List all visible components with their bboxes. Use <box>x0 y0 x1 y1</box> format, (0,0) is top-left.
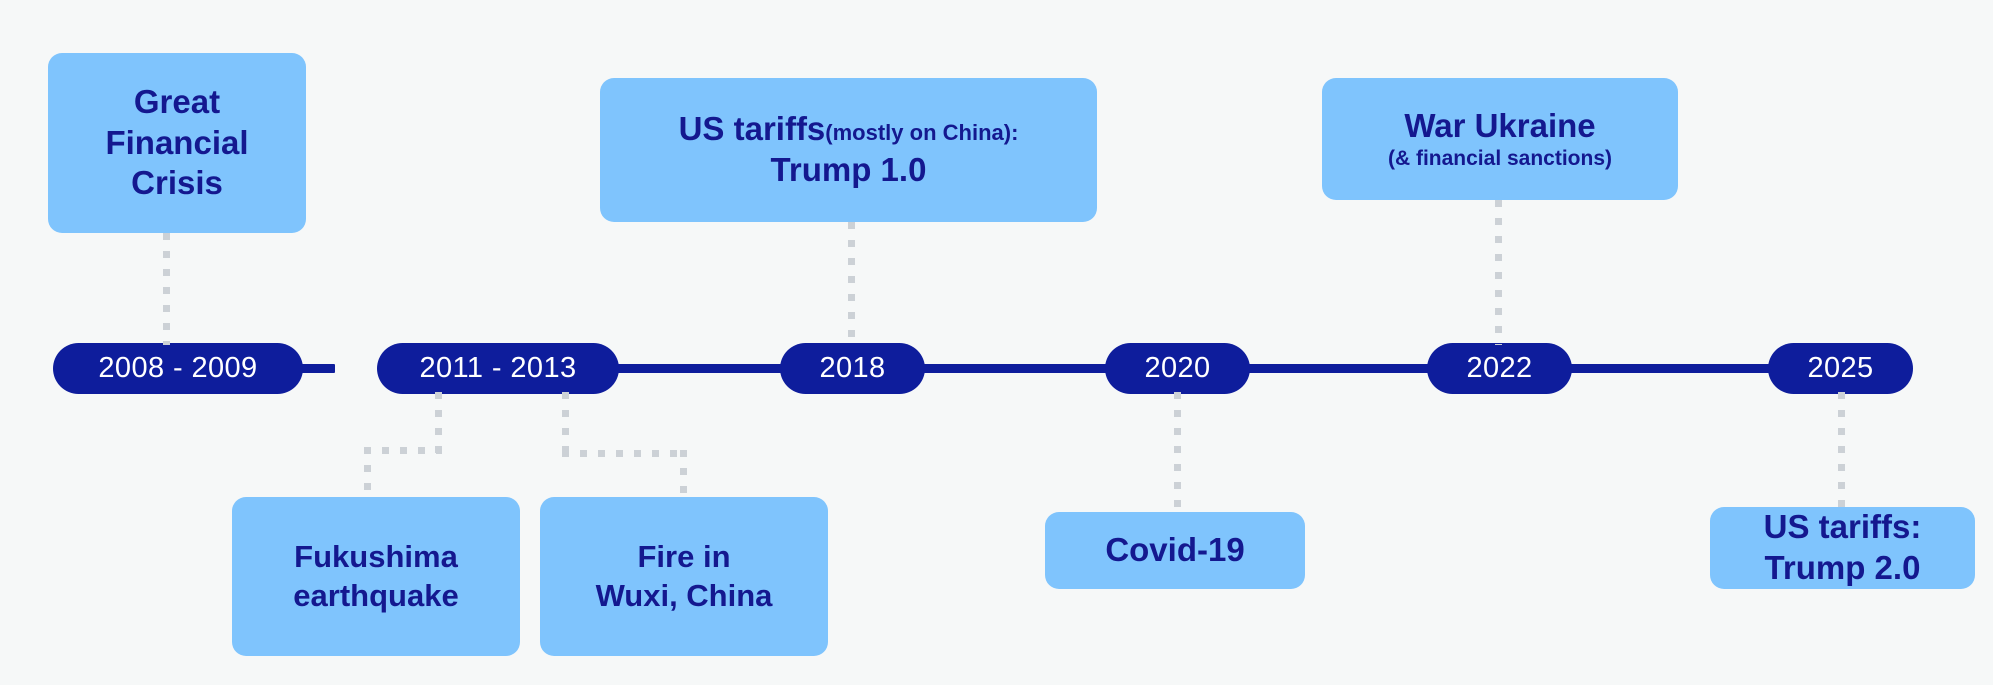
milestone-label: 2018 <box>819 352 886 384</box>
event-title-line-1: Covid-19 <box>1105 531 1245 569</box>
milestone-pill-2018[interactable]: 2018 <box>780 343 925 394</box>
event-card-war-ukraine[interactable]: War Ukraine (& financial sanctions) <box>1322 78 1678 200</box>
axis-segment-2011-2018 <box>470 364 790 373</box>
event-title-line-3: Crisis <box>131 164 223 202</box>
event-title-line-1: US tariffs: <box>1763 508 1922 546</box>
event-title-line-1: Fire in <box>637 539 731 575</box>
event-title-line-1: Great <box>133 82 221 120</box>
milestone-pill-2020[interactable]: 2020 <box>1105 343 1250 394</box>
milestone-label: 2022 <box>1466 352 1533 384</box>
connector-us-tariffs-trump-2 <box>1838 392 1845 507</box>
milestone-pill-2025[interactable]: 2025 <box>1768 343 1913 394</box>
event-title-line-1: Fukushima <box>294 539 458 575</box>
event-card-great-financial-crisis[interactable]: Great Financial Crisis <box>48 53 306 233</box>
axis-segment-2020-2022 <box>1235 364 1430 373</box>
event-card-fukushima-earthquake[interactable]: Fukushima earthquake <box>232 497 520 656</box>
event-title-line-2: Trump 1.0 <box>770 151 927 188</box>
connector-fukushima-stem <box>435 392 442 454</box>
event-card-fire-in-wuxi-china[interactable]: Fire in Wuxi, China <box>540 497 828 656</box>
connector-fire-wuxi-stem <box>562 392 569 454</box>
event-title-line-1: US tariffs(mostly on China): <box>679 109 1019 150</box>
axis-segment-2022-2025 <box>1560 364 1770 373</box>
event-title-line-2: Financial <box>105 123 249 161</box>
event-title-line-2: earthquake <box>293 577 459 613</box>
milestone-pill-2008-2009[interactable]: 2008 - 2009 <box>53 343 303 394</box>
milestone-label: 2025 <box>1807 352 1874 384</box>
connector-us-tariffs-trump-1 <box>848 222 855 345</box>
milestone-label: 2020 <box>1144 352 1211 384</box>
milestone-label: 2011 - 2013 <box>419 352 577 384</box>
event-card-covid-19[interactable]: Covid-19 <box>1045 512 1305 589</box>
connector-covid-19 <box>1174 392 1181 512</box>
event-subtitle: (& financial sanctions) <box>1387 147 1613 171</box>
event-card-us-tariffs-trump-1[interactable]: US tariffs(mostly on China): Trump 1.0 <box>600 78 1097 222</box>
event-title-qualifier: (mostly on China): <box>825 120 1019 146</box>
connector-great-financial-crisis <box>163 233 170 345</box>
milestone-pill-2022[interactable]: 2022 <box>1427 343 1572 394</box>
milestone-pill-2011-2013[interactable]: 2011 - 2013 <box>377 343 619 394</box>
event-title-line-1: War Ukraine <box>1404 106 1596 144</box>
event-card-us-tariffs-trump-2[interactable]: US tariffs: Trump 2.0 <box>1710 507 1975 589</box>
connector-war-ukraine <box>1495 200 1502 345</box>
connector-fukushima-elbow <box>364 447 442 454</box>
event-title-line-2: Wuxi, China <box>595 577 773 613</box>
connector-fire-wuxi-elbow <box>562 450 687 457</box>
event-title-main: US tariffs <box>678 110 826 148</box>
connector-fukushima-drop <box>364 447 371 499</box>
axis-segment-2018-2020 <box>910 364 1110 373</box>
connector-fire-wuxi-drop <box>680 450 687 500</box>
event-title-line-2: Trump 2.0 <box>1764 549 1921 586</box>
milestone-label: 2008 - 2009 <box>98 352 258 384</box>
